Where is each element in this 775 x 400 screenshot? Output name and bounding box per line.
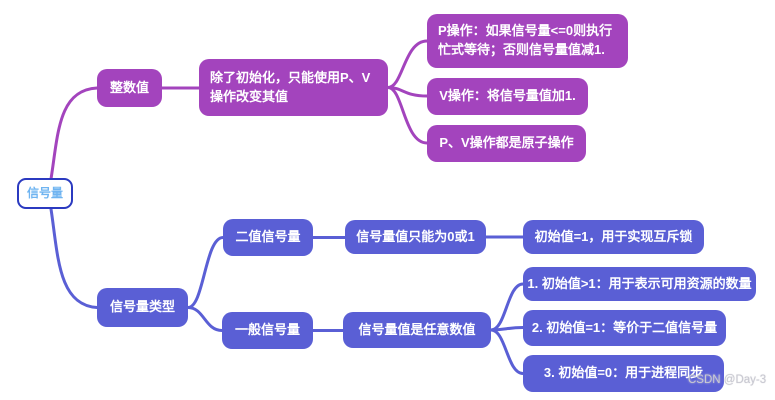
edge-desc-to-g1: [489, 282, 525, 332]
node-integer-value[interactable]: 整数值: [97, 69, 162, 107]
root-node-semaphore[interactable]: 信号量: [17, 178, 74, 209]
edge-type-to-binary: [186, 236, 225, 309]
node-general-value-desc[interactable]: 信号量值是任意数值: [343, 312, 491, 348]
edge-desc-to-g3: [489, 328, 525, 375]
node-atomic-operation[interactable]: P、V操作都是原子操作: [427, 125, 586, 162]
edge-type-to-general: [186, 306, 224, 332]
node-binary-semaphore[interactable]: 二值信号量: [223, 219, 313, 256]
node-binary-init-value[interactable]: 初始值=1，用于实现互斥锁: [523, 220, 704, 254]
edge-rule-to-atomic: [386, 86, 429, 145]
node-general-init-eq1[interactable]: 2. 初始值=1：等价于二值信号量: [523, 310, 726, 346]
node-pv-rule[interactable]: 除了初始化，只能使用P、V操作改变其值: [199, 59, 388, 116]
node-p-operation[interactable]: P操作：如果信号量<=0则执行忙式等待；否则信号量值减1.: [427, 14, 628, 68]
edge-rule-to-p-op: [386, 39, 429, 89]
edge-root-to-integer: [49, 86, 99, 181]
node-general-init-eq0[interactable]: 3. 初始值=0：用于进程同步: [523, 355, 724, 392]
edge-root-to-type: [49, 207, 99, 309]
node-v-operation[interactable]: V操作：将信号量值加1.: [427, 78, 588, 115]
csdn-watermark: CSDN @Day-3: [688, 374, 767, 386]
node-binary-value-desc[interactable]: 信号量值只能为0或1: [345, 220, 486, 254]
node-general-init-gt1[interactable]: 1. 初始值>1：用于表示可用资源的数量: [523, 267, 756, 301]
node-general-semaphore[interactable]: 一般信号量: [222, 312, 313, 349]
node-semaphore-types[interactable]: 信号量类型: [97, 288, 188, 327]
